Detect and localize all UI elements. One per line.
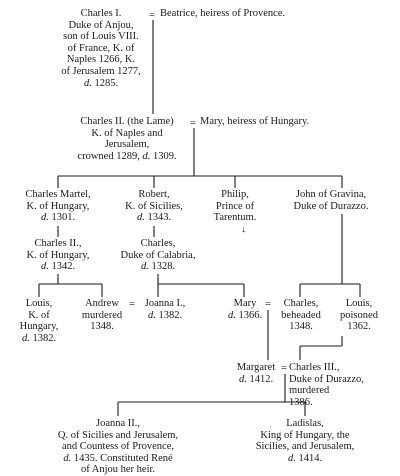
person-text-line: murdered: [81, 309, 123, 321]
person-text-line: Sicilies, and Jerusalem,: [255, 441, 355, 453]
person-text-line: crowned 1289, d. 1309.: [77, 150, 177, 162]
marriage-sign: =: [281, 363, 287, 374]
person-text-line: K. of: [28, 309, 50, 321]
person-text-line: Duke of Calabria,: [120, 249, 196, 261]
person-robert: Robert,K. of Sicilies,d. 1343.: [108, 189, 200, 224]
person-text-line: d. 1382.: [147, 309, 183, 321]
person-beatrice: Beatrice, heiress of Provence.: [160, 8, 285, 20]
person-text-line: Louis,: [25, 298, 53, 309]
person-mary-of-hungary: Mary, heiress of Hungary.: [200, 116, 309, 128]
person-text-line: Philip,: [221, 189, 249, 200]
person-text-line: murdered: [289, 385, 330, 397]
person-text-line: d. 1366.: [227, 309, 263, 321]
marriage-sign: =: [149, 10, 155, 21]
person-text-line: K. of Hungary,: [26, 249, 90, 261]
person-text-line: Naples 1266, K.: [66, 54, 136, 66]
person-text-line: of France, K. of: [67, 42, 135, 54]
person-text-line: K. of Naples and: [91, 127, 163, 139]
person-text-line: 1348.: [289, 321, 313, 333]
person-joanna-i: Joanna I.,d. 1382.: [137, 298, 193, 321]
person-text-line: d. 1343.: [136, 212, 172, 224]
person-text-line: Charles II.,: [34, 238, 82, 249]
person-text-line: d. 1301.: [40, 212, 76, 224]
person-text-line: d. 1328.: [140, 261, 176, 273]
person-charles-martel: Charles Martel,K. of Hungary,d. 1301.: [8, 189, 108, 224]
person-text-line: poisoned: [340, 309, 378, 321]
person-text-line: K. of Sicilies,: [125, 200, 183, 212]
person-text-line: John of Gravina,: [295, 189, 367, 200]
person-text-line: 1362.: [347, 321, 371, 333]
person-text-line: Robert,: [138, 189, 170, 200]
person-text-line: Joanna I.,: [144, 298, 186, 309]
person-text-line: Margaret: [236, 362, 276, 373]
person-text-line: Mary, heiress of Hungary.: [200, 116, 310, 127]
person-text-line: Charles II. (the Lame): [80, 116, 174, 127]
person-text-line: d. 1412.: [238, 373, 274, 385]
person-text-line: Duke of Durazzo.: [293, 200, 369, 212]
person-text-line: Charles,: [140, 238, 176, 249]
person-text-line: Q. of Sicilies and Jerusalem,: [57, 429, 179, 441]
person-text-line: Louis,: [345, 298, 373, 309]
marriage-sign: =: [129, 299, 135, 310]
person-text-line: d. 1382.: [21, 332, 57, 344]
marriage-sign: =: [265, 299, 271, 310]
person-john-of-gravina: John of Gravina,Duke of Durazzo.: [272, 189, 390, 212]
person-charles-ii-of-hungary: Charles II.,K. of Hungary,d. 1342.: [8, 238, 108, 273]
person-text-line: Prince of: [215, 200, 255, 212]
person-text-line: Charles,: [283, 298, 319, 309]
person-text-line: Duke of Anjou,: [68, 19, 134, 31]
person-charles-i: Charles I.Duke of Anjou,son of Louis VII…: [45, 8, 157, 89]
person-text-line: Charles III.,: [289, 362, 340, 373]
person-charles-of-calabria: Charles,Duke of Calabria,d. 1328.: [108, 238, 208, 273]
person-text-line: d. 1414.: [287, 452, 323, 464]
person-text-line: Andrew: [85, 298, 119, 309]
continues-arrow-icon: ↓: [241, 224, 246, 235]
person-text-line: Charles Martel,: [25, 189, 91, 200]
person-text-line: 1386.: [289, 396, 313, 408]
person-text-line: d. 1342.: [40, 261, 76, 273]
person-text-line: Duke of Durazzo,: [289, 373, 364, 385]
person-text-line: Mary: [233, 298, 257, 309]
person-text-line: Joanna II.,: [95, 418, 141, 429]
person-text-line: Hungary,: [19, 321, 59, 333]
person-text-line: beheaded: [281, 309, 321, 321]
person-text-line: of Jerusalem 1277,: [61, 65, 141, 77]
person-text-line: Jerusalem,: [104, 139, 150, 151]
person-text-line: Ladislas,: [286, 418, 324, 429]
person-text-line: 1348.: [90, 321, 114, 333]
person-text-line: King of Hungary, the: [260, 429, 350, 441]
person-text-line: K. of Hungary,: [26, 200, 90, 212]
person-text-line: d. 1285.: [83, 77, 119, 89]
person-text-line: of Anjou her heir.: [80, 464, 156, 476]
person-text-line: d. 1435. Constituted René: [63, 452, 173, 464]
marriage-sign: =: [190, 118, 196, 129]
person-joanna-ii: Joanna II.,Q. of Sicilies and Jerusalem,…: [34, 418, 202, 476]
person-text-line: Tarentum.: [213, 212, 257, 224]
person-text-line: Charles I.: [80, 8, 122, 19]
person-text-line: son of Louis VIII.: [63, 31, 139, 43]
person-text-line: Beatrice, heiress of Provence.: [160, 8, 286, 19]
person-text-line: and Countess of Provence,: [62, 441, 174, 453]
